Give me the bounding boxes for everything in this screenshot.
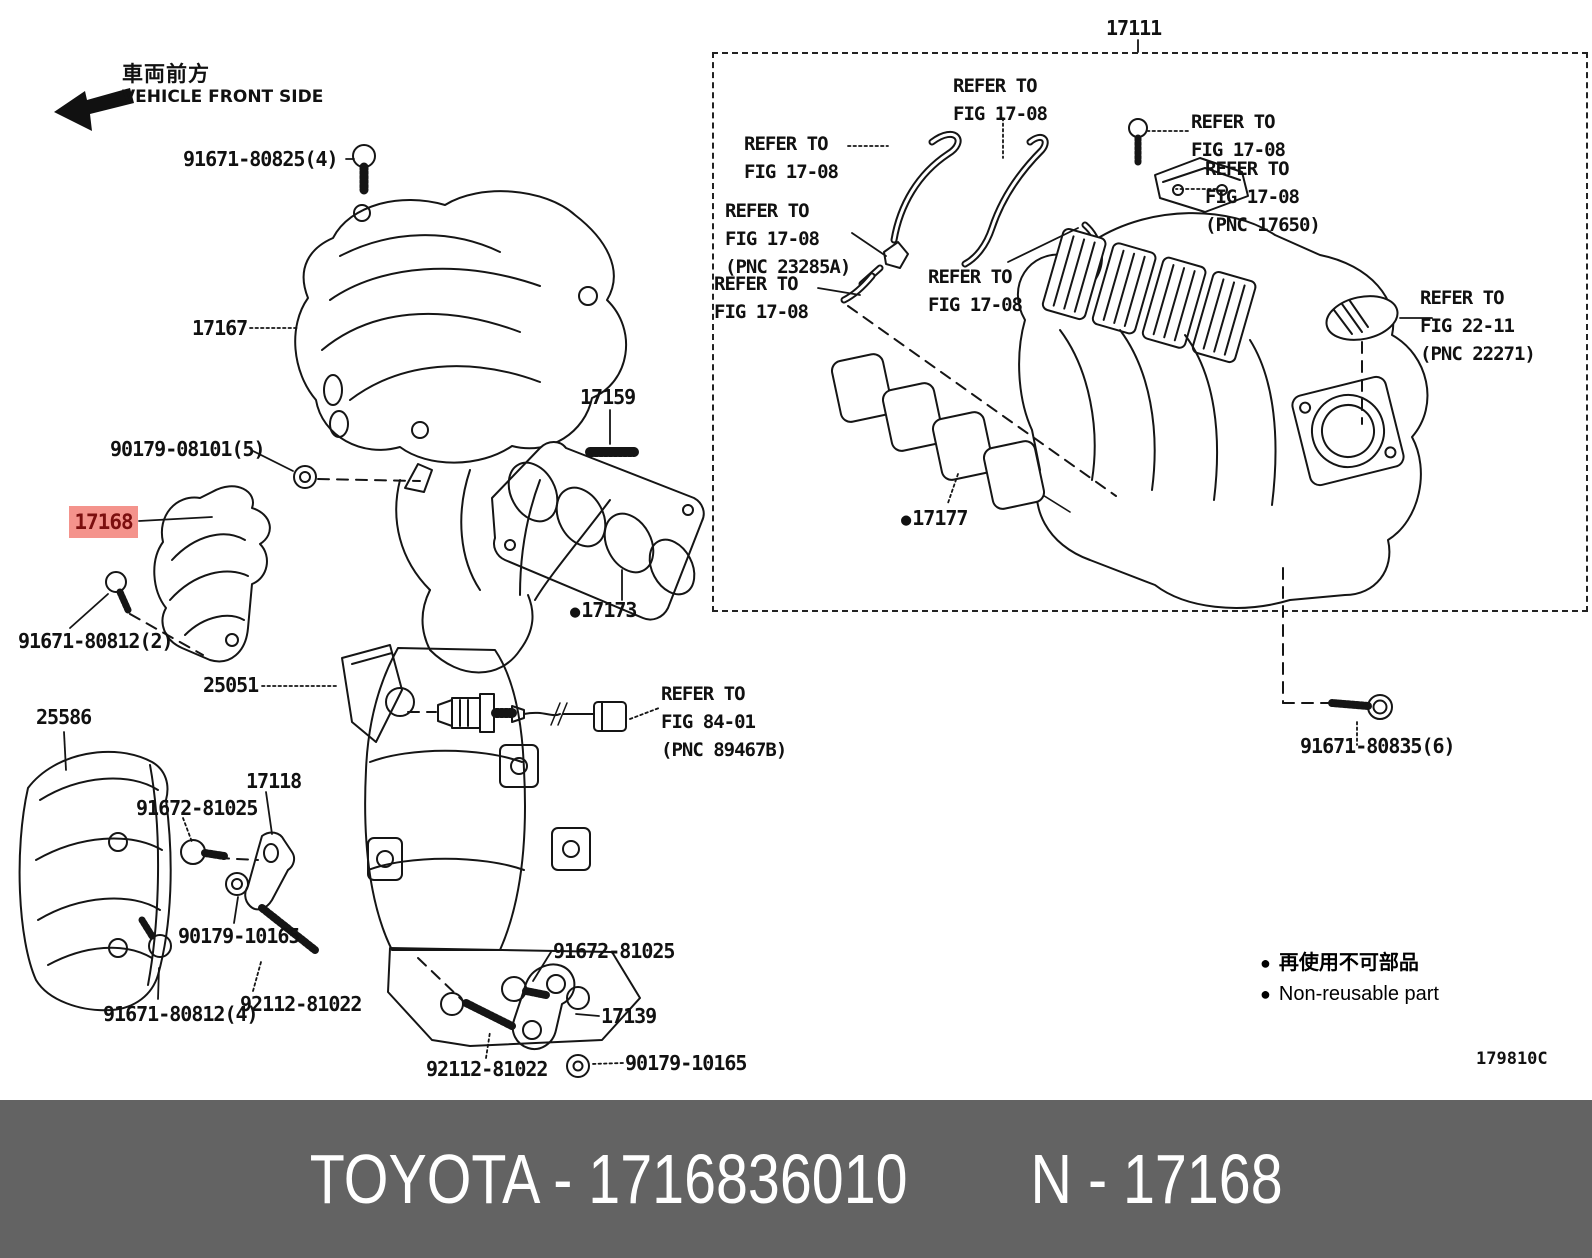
part-label-17173[interactable]: ●17173 (570, 598, 637, 622)
footer-banner: TOYOTA - 1716836010 N - 17168 (0, 1100, 1592, 1258)
refer-note-fig-17-08-lower-left: REFER TO FIG 17-08 (714, 273, 809, 323)
part-label-91671-80825[interactable]: 91671-80825(4) (183, 147, 339, 171)
leader-lines (63, 39, 1433, 1065)
part-label-92112-81022-left[interactable]: 92112-81022 (240, 992, 362, 1016)
refer-note-fig-22-11-pnc-22271: REFER TO FIG 22-11 (PNC 22271) (1420, 287, 1536, 365)
alignment-dashed-lines (129, 305, 1363, 1001)
figure-code: 179810C (1476, 1049, 1548, 1069)
part-label-17177[interactable]: ●17177 (901, 506, 968, 530)
footer-part-numbers: TOYOTA - 1716836010 N - 17168 (310, 1139, 1283, 1219)
non-reusable-marker: ● (1260, 953, 1271, 973)
non-reusable-marker: ● (901, 510, 911, 530)
part-label-17139[interactable]: 17139 (601, 1004, 657, 1028)
part-label-90179-10165-left[interactable]: 90179-10165 (178, 924, 300, 948)
fasteners-left (105, 144, 590, 1078)
manifold-gasket-17173-part (491, 441, 705, 621)
refer-note-fig-84-01: REFER TO FIG 84-01 (PNC 89467B) (661, 683, 787, 761)
refer-note-fig-17-08-center: REFER TO FIG 17-08 (928, 266, 1023, 316)
exhaust-manifold-heat-shield-17167 (294, 190, 628, 464)
footer-catalog-part-number: N - 17168 (1030, 1140, 1283, 1218)
part-label-91672-81025-bottom[interactable]: 91672-81025 (553, 939, 675, 963)
bracket-17118-part (244, 831, 296, 911)
part-label-17118[interactable]: 17118 (246, 769, 302, 793)
bolt-91671-80835-part (1328, 694, 1393, 720)
part-label-25051[interactable]: 25051 (203, 673, 259, 697)
non-reusable-marker: ● (1260, 984, 1271, 1004)
intake-manifold-17111-part (1016, 118, 1429, 609)
footer-brand-part-number: TOYOTA - 1716836010 (309, 1140, 908, 1218)
refer-note-fig-17-08-pnc-23285a: REFER TO FIG 17-08 (PNC 23285A) (725, 200, 851, 278)
part-label-17167[interactable]: 17167 (192, 316, 248, 340)
part-label-17111[interactable]: 17111 (1106, 16, 1162, 40)
lower-heat-insulator-25586-part (18, 750, 172, 1012)
front-direction-arrow-icon (54, 88, 134, 131)
part-label-91672-81025-left[interactable]: 91672-81025 (136, 796, 258, 820)
refer-note-fig-17-08-pnc-17650: REFER TO FIG 17-08 (PNC 17650) (1205, 158, 1321, 236)
part-label-92112-81022-bottom[interactable]: 92112-81022 (426, 1057, 548, 1081)
part-label-17159[interactable]: 17159 (580, 385, 636, 409)
intake-gaskets-17177-part (830, 353, 1071, 513)
bracket-17139-part (511, 963, 576, 1050)
refer-note-fig-17-08-top-right: REFER TO FIG 17-08 (1191, 111, 1286, 161)
part-label-90179-08101[interactable]: 90179-08101(5) (110, 437, 266, 461)
part-label-91671-80835[interactable]: 91671-80835(6) (1300, 734, 1456, 758)
refer-note-fig-17-08-top: REFER TO FIG 17-08 (953, 75, 1048, 125)
intake-assembly-panel-box (712, 52, 1588, 612)
non-reusable-legend: ●再使用不可部品 ●Non-reusable part (1260, 948, 1439, 1010)
legend-row-jp: ●再使用不可部品 (1260, 952, 1419, 974)
part-label-90179-10165-bottom[interactable]: 90179-10165 (625, 1051, 747, 1075)
part-label-17168-highlighted[interactable]: 17168 (69, 506, 138, 538)
refer-note-fig-17-08-upper-left: REFER TO FIG 17-08 (744, 133, 839, 183)
oxygen-sensor (437, 693, 627, 733)
part-label-91671-80812-2[interactable]: 91671-80812(2) (18, 629, 174, 653)
orientation-label-en: VEHICLE FRONT SIDE (122, 87, 324, 107)
heat-insulator-17168-part (153, 485, 271, 663)
legend-row-en: ●Non-reusable part (1260, 983, 1439, 1005)
part-label-91671-80812-4[interactable]: 91671-80812(4) (103, 1002, 259, 1026)
non-reusable-marker: ● (570, 602, 580, 622)
exhaust-manifold-converter-assembly (341, 463, 641, 1047)
orientation-label-jp: 車両前方 (122, 62, 210, 86)
part-label-25586[interactable]: 25586 (36, 705, 92, 729)
